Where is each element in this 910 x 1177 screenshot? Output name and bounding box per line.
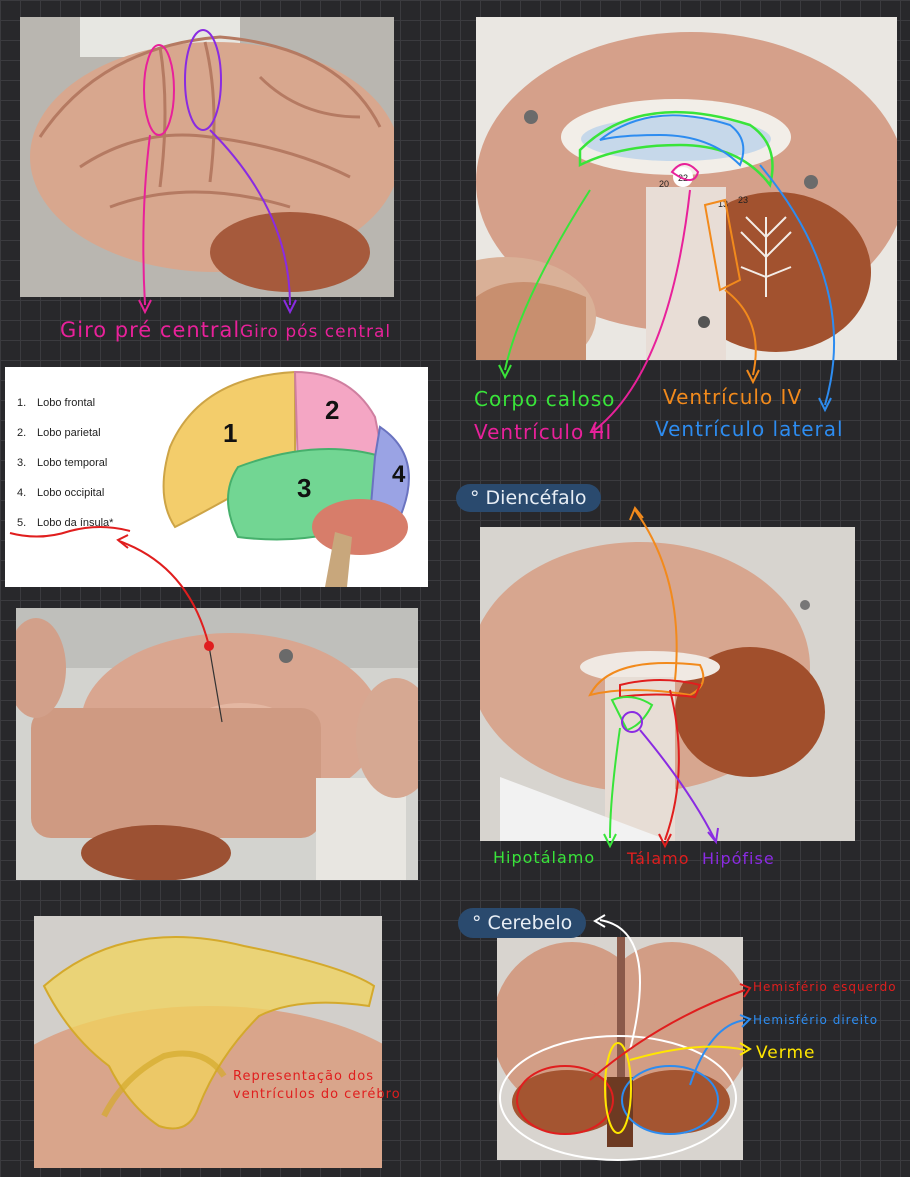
lobe-number-1: 1 (223, 418, 237, 448)
sagittal-number-13: 13 (718, 199, 728, 209)
label-talamo: Tálamo (627, 849, 690, 868)
sagittal-brain-photo: 22 20 13 23 (476, 17, 897, 360)
label-verme: Verme (756, 1043, 816, 1063)
lobe-item-insula: 5.Lobo da ínsula* (17, 517, 114, 529)
bullet: ° (472, 912, 482, 934)
lobes-diagram: 1 2 3 4 (162, 370, 410, 587)
lobes-list: 1.Lobo frontal 2.Lobo parietal 3.Lobo te… (17, 397, 113, 547)
section-title-cerebelo: Cerebelo (487, 912, 573, 934)
sagittal-number-23: 23 (738, 195, 748, 205)
lobe-number-2: 2 (325, 395, 339, 425)
brainstem-region (325, 532, 352, 587)
ventricles-cast-photo (34, 916, 382, 1168)
ventricles-cast-illustration (34, 916, 382, 1168)
lobe-item-occipital: 4.Lobo occipital (17, 487, 105, 499)
bullet: ° (470, 487, 480, 509)
lobe-number-4: 4 (392, 461, 406, 488)
label-representacao-ventriculos: Representação dos ventrículos do cerébro (233, 1068, 401, 1104)
section-title-diencefalo: Diencéfalo (485, 487, 587, 509)
label-corpo-caloso: Corpo caloso (474, 387, 616, 411)
lobe-number-3: 3 (297, 473, 311, 503)
insula-brain-photo (16, 608, 418, 880)
cerebellum-photo (497, 937, 743, 1160)
diencephalon-photo (480, 527, 855, 841)
lobe-item-parietal: 2.Lobo parietal (17, 427, 101, 439)
label-hipofise: Hipófise (702, 849, 775, 868)
lateral-brain-photo (20, 17, 394, 297)
label-giro-pre-central: Giro pré central (60, 318, 241, 342)
section-diencefalo: ° Diencéfalo (456, 484, 601, 512)
parietal-lobe-region (293, 370, 385, 471)
diencephalon-illustration (480, 527, 855, 841)
cerebellum-region (312, 499, 408, 555)
sagittal-brain-illustration: 22 20 13 23 (476, 17, 897, 360)
sagittal-number-20: 20 (659, 179, 669, 189)
representacao-line-1: Representação dos (233, 1069, 375, 1084)
cerebellum-illustration (497, 937, 743, 1160)
lobes-panel: 1.Lobo frontal 2.Lobo parietal 3.Lobo te… (5, 367, 428, 587)
frontal-lobe-region (162, 370, 296, 529)
label-hipotalamo: Hipotálamo (493, 848, 596, 867)
lobe-item-temporal: 3.Lobo temporal (17, 457, 108, 469)
label-ventriculo-iii: Ventrículo III (474, 420, 613, 444)
insula-brain-illustration (16, 608, 418, 880)
label-hemisferio-direito: Hemisfério direito (753, 1013, 879, 1027)
label-hemisferio-esquerdo: Hemisfério esquerdo (753, 980, 897, 994)
label-ventriculo-lateral: Ventrículo lateral (655, 417, 844, 441)
sagittal-number-22: 22 (678, 173, 688, 183)
lobe-item-frontal: 1.Lobo frontal (17, 397, 96, 409)
section-cerebelo: ° Cerebelo (458, 908, 587, 938)
lateral-brain-illustration (20, 17, 394, 297)
representacao-line-2: ventrículos do cerébro (233, 1087, 401, 1102)
label-ventriculo-iv: Ventrículo IV (663, 385, 803, 409)
label-giro-pos-central: Giro pós central (240, 322, 392, 342)
